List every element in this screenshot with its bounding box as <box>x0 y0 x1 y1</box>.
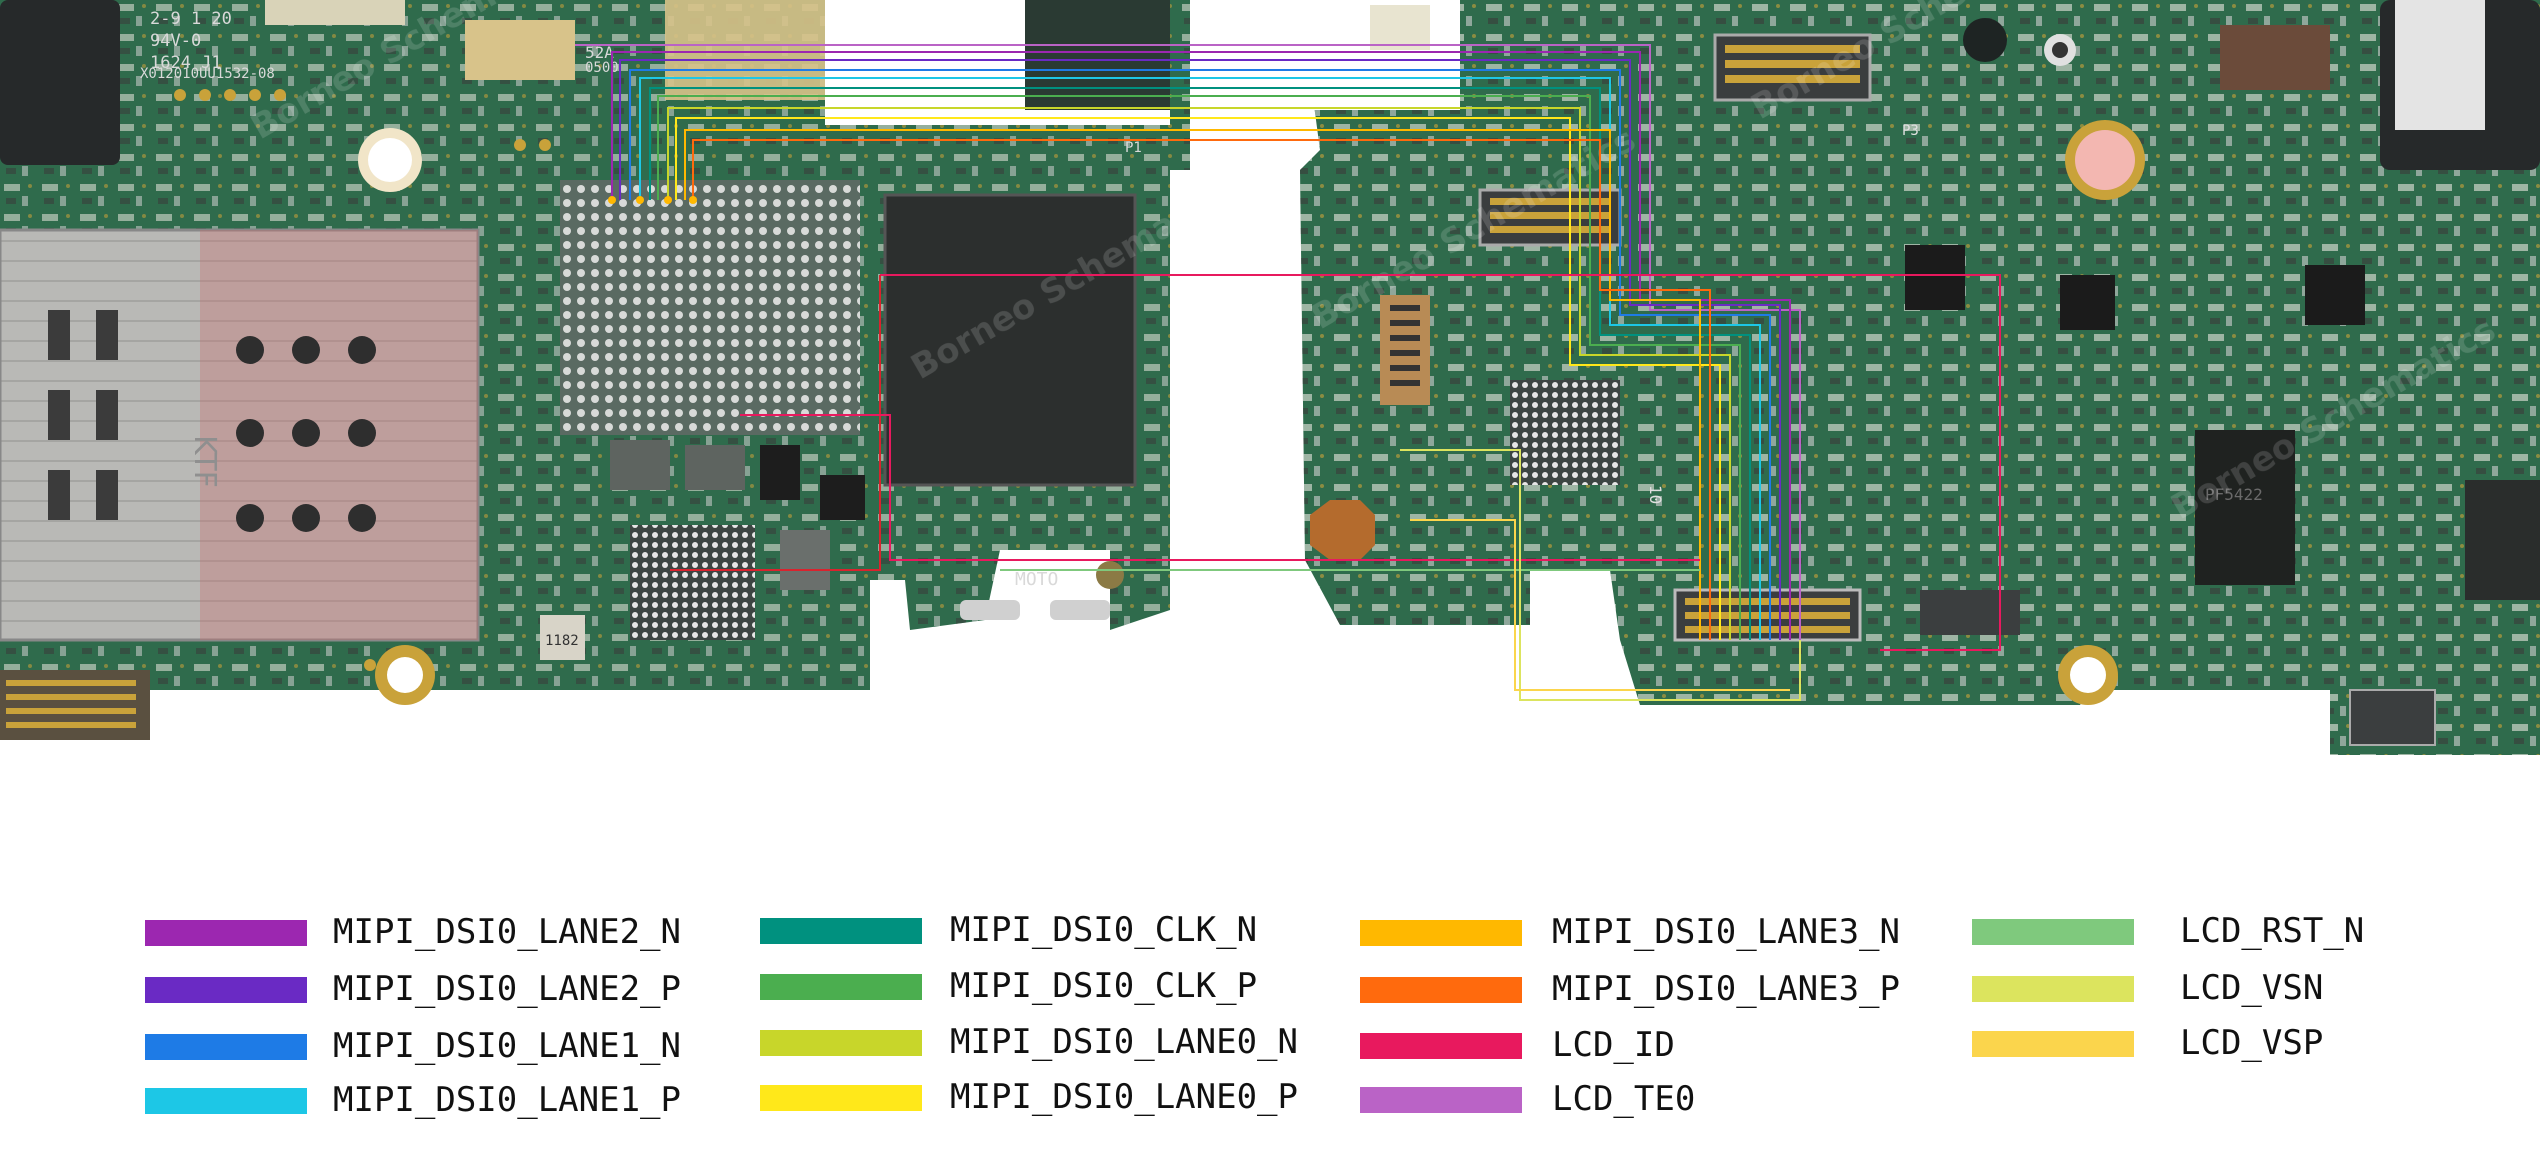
legend-label: MIPI_DSI0_LANE2_P <box>333 969 681 1009</box>
left-board: KTF 1182 2-9 1 20 <box>0 0 1190 740</box>
legend-label: LCD_VSN <box>2180 968 2324 1008</box>
legend-label: LCD_ID <box>1552 1025 1675 1065</box>
pcb-board-diagram: KTF 1182 2-9 1 20 <box>0 0 2540 755</box>
legend-swatch <box>760 1030 922 1056</box>
legend-swatch <box>145 1034 307 1060</box>
legend-swatch <box>145 1088 307 1114</box>
sim-silkscreen: KTF <box>187 435 222 488</box>
legend-swatch <box>760 918 922 944</box>
legend-label: LCD_TE0 <box>1552 1079 1696 1119</box>
legend-label: MIPI_DSI0_LANE3_N <box>1552 912 1900 952</box>
power-chip <box>2195 430 2295 585</box>
legend-swatch <box>1972 1031 2134 1057</box>
silkscreen-text: 94V-0 <box>150 31 201 51</box>
legend-swatch <box>1360 977 1522 1003</box>
signal-traces <box>575 44 2001 701</box>
legend-label: MIPI_DSI0_CLK_N <box>950 910 1258 950</box>
legend-swatch <box>1360 1033 1522 1059</box>
component-ref-1182: 1182 <box>545 633 579 649</box>
board-connector <box>2349 689 2436 746</box>
legend-swatch <box>145 977 307 1003</box>
silkscreen-text: 0500 <box>585 60 619 76</box>
legend-label: LCD_VSP <box>2180 1023 2324 1063</box>
legend-label: MIPI_DSI0_LANE3_P <box>1552 969 1900 1009</box>
silkscreen-text: 1624 J1 <box>150 53 222 73</box>
silkscreen-text: 52A <box>585 43 614 62</box>
legend-swatch <box>1360 920 1522 946</box>
legend-swatch <box>1972 919 2134 945</box>
silkscreen-text: PF5422 <box>2205 485 2263 504</box>
silkscreen-text: MOTO <box>1015 569 1058 590</box>
legend-label: MIPI_DSI0_LANE1_N <box>333 1026 681 1066</box>
legend-label: MIPI_DSI0_LANE2_N <box>333 912 681 952</box>
display-bga <box>1510 380 1620 485</box>
silkscreen-text: X012010UU1532-08 <box>140 66 275 82</box>
memory-chip <box>883 193 1137 487</box>
right-board: PF5422 P3 10 <box>1300 0 2540 755</box>
legend-label: MIPI_DSI0_LANE1_P <box>333 1080 681 1120</box>
legend-swatch <box>760 1085 922 1111</box>
legend-swatch <box>1972 976 2134 1002</box>
legend-label: LCD_RST_N <box>2180 911 2365 951</box>
signal-legend: MIPI_DSI0_LANE2_N MIPI_DSI0_LANE2_P MIPI… <box>0 880 2540 1165</box>
silkscreen-text: 2-9 1 20 <box>150 9 232 29</box>
legend-label: MIPI_DSI0_CLK_P <box>950 966 1258 1006</box>
sim-card-tray: KTF <box>0 228 480 642</box>
pmic-chip <box>630 525 755 640</box>
legend-swatch <box>145 920 307 946</box>
legend-swatch <box>1360 1087 1522 1113</box>
legend-swatch <box>760 974 922 1000</box>
legend-label: MIPI_DSI0_LANE0_N <box>950 1022 1298 1062</box>
silkscreen-text: 10 <box>1646 485 1665 504</box>
legend-label: MIPI_DSI0_LANE0_P <box>950 1077 1298 1117</box>
silkscreen-text: P3 <box>1902 123 1919 139</box>
soc-bga-chip <box>560 180 860 435</box>
silkscreen-text: P1 <box>1125 140 1142 156</box>
